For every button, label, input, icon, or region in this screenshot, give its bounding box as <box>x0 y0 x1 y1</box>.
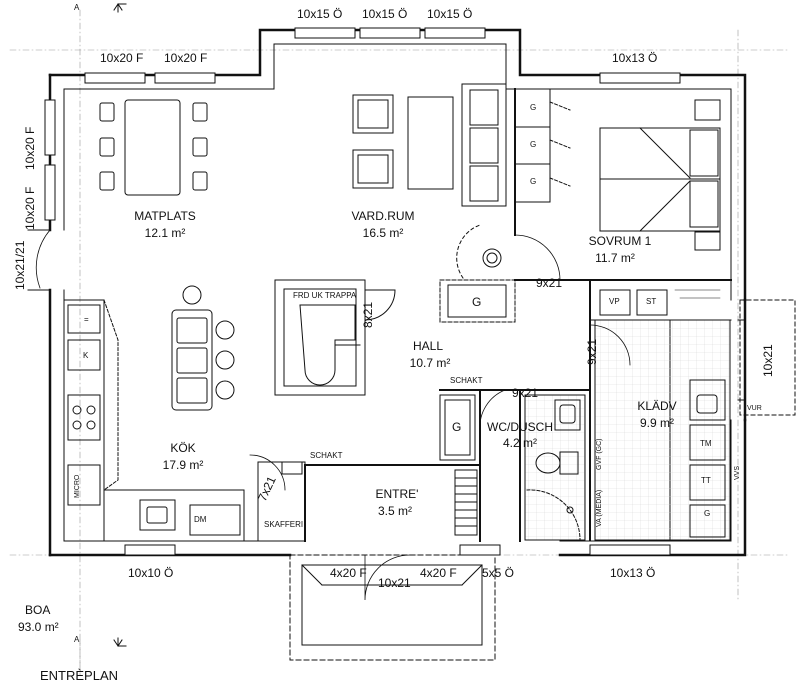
door-label: 10x21 <box>378 576 411 590</box>
room-area: 3.5 m² <box>377 504 413 518</box>
stairs <box>274 279 396 396</box>
shaft-label: SCHAKT <box>450 376 483 385</box>
wardrobe-label: G <box>530 177 537 186</box>
room-area: 4.2 m² <box>502 436 538 450</box>
window-label: 4x20 F <box>330 566 367 580</box>
vvs-label: VVS <box>734 465 741 480</box>
right-door <box>737 298 796 422</box>
room-area: 9.9 m² <box>639 416 675 430</box>
wardrobe-label: G <box>530 103 537 112</box>
section-letter: A <box>74 635 80 644</box>
window-label: 10x15 Ö <box>362 7 408 21</box>
window-label: 10x20 F <box>23 126 37 170</box>
room-name: KLÄDV <box>637 399 677 413</box>
pantry-label: SKAFFERI <box>264 520 304 529</box>
room-name: HALL <box>412 339 444 353</box>
door-label: 10x21 <box>761 344 775 377</box>
appliance-label: = <box>84 315 89 324</box>
hall-storage <box>439 279 516 323</box>
wardrobes <box>514 88 571 203</box>
dining-table <box>99 99 208 196</box>
shaft-label: SCHAKT <box>310 451 343 460</box>
wardrobe-label: G <box>530 140 537 149</box>
windows-bottom <box>124 544 671 556</box>
room-area: 10.7 m² <box>409 356 451 370</box>
windows-top <box>44 27 681 221</box>
kitchen-island <box>171 285 235 411</box>
sovrum-door <box>514 234 561 281</box>
appliance-label: ST <box>646 297 657 306</box>
appliance-label: TM <box>700 439 712 448</box>
room-name: MATPLATS <box>134 209 196 223</box>
room-name: KÖK <box>170 441 196 455</box>
pantry <box>249 454 306 542</box>
room-name: ENTRE' <box>375 487 419 501</box>
stair-label: FRD UK TRAPPA <box>293 291 357 300</box>
laundry <box>589 289 731 541</box>
appliance-label: MICRO <box>74 474 81 498</box>
window-label: 10x20 F <box>100 51 144 65</box>
room-name: SOVRUM 1 <box>588 234 652 248</box>
porch <box>289 554 496 661</box>
window-label: 10x13 Ö <box>612 51 658 65</box>
window-label: 10x20 F <box>23 186 37 230</box>
section-marker-top <box>113 3 127 13</box>
living-furniture <box>352 83 507 207</box>
window-label: 10x20 F <box>164 51 208 65</box>
room-area: 12.1 m² <box>144 226 186 240</box>
window-label: 5x5 Ö <box>482 566 515 580</box>
fireplace <box>456 224 502 279</box>
double-bed <box>599 99 721 251</box>
room-area: 11.7 m² <box>595 251 635 265</box>
boa-label: BOA <box>25 603 51 617</box>
kitchen <box>63 299 245 542</box>
media-label: VA (MEDIA) <box>596 489 603 527</box>
section-letter: A <box>74 3 80 12</box>
storage-label: G <box>452 420 462 434</box>
appliance-label: DM <box>194 515 207 524</box>
window-label: 10x13 Ö <box>610 566 656 580</box>
floor-title: ENTRÈPLAN <box>40 668 119 683</box>
entre-bench <box>454 469 478 536</box>
window-label: 10x15 Ö <box>297 7 343 21</box>
valve-label: VUR <box>747 405 762 412</box>
room-name: VARD.RUM <box>351 209 415 223</box>
door-label: 9x21 <box>585 338 599 365</box>
door-label: 10x21/21 <box>13 240 27 290</box>
left-door <box>27 229 51 291</box>
door-label: 8x21 <box>361 301 375 328</box>
appliance-label: TT <box>701 476 711 485</box>
window-label: 4x20 F <box>420 566 457 580</box>
storage-label: G <box>472 295 482 309</box>
section-marker-bottom <box>113 637 127 647</box>
appliance-label: G <box>704 509 711 518</box>
room-area: 16.5 m² <box>362 226 404 240</box>
door-label: 9x21 <box>512 386 539 400</box>
wc-fixtures <box>479 389 586 541</box>
room-area: 17.9 m² <box>162 458 204 472</box>
boa-area: 93.0 m² <box>18 620 59 634</box>
appliance-label: K <box>83 351 89 360</box>
window-label: 10x15 Ö <box>427 7 473 21</box>
appliance-label: VP <box>609 297 620 306</box>
door-label: 9x21 <box>536 276 563 290</box>
gvf-label: GVF (GC) <box>596 438 603 471</box>
window-label: 10x10 Ö <box>128 566 174 580</box>
room-name: WC/DUSCH <box>487 420 553 434</box>
hall-cabinet <box>439 394 476 461</box>
